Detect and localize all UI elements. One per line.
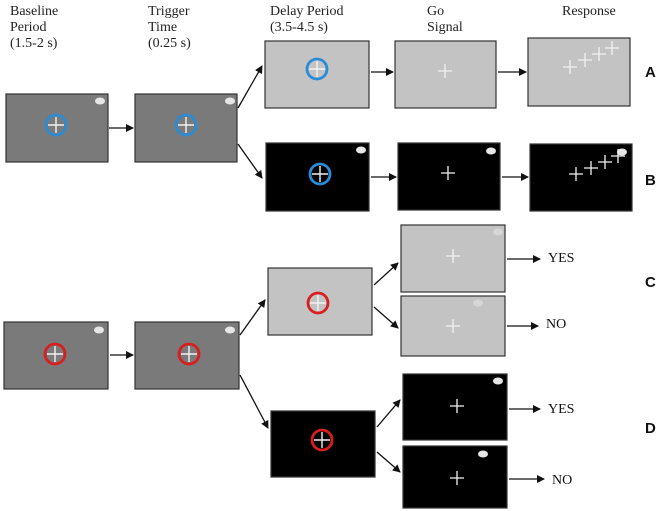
- header-delay-line1: Delay Period: [270, 4, 344, 19]
- cross-icon: [563, 60, 577, 74]
- row-label-d: D: [645, 420, 656, 437]
- response-yes-c: YES: [548, 251, 575, 266]
- header-delay: Delay Period (3.5-4.5 s): [270, 4, 343, 36]
- dot-icon: [486, 147, 496, 155]
- cross-icon: [592, 47, 606, 61]
- header-trigger-line1: Trigger: [148, 4, 190, 19]
- screen-go-a: [394, 40, 497, 109]
- red-ring-icon: [177, 342, 201, 366]
- arrow-icon: [376, 399, 401, 428]
- cross-icon: [584, 161, 598, 175]
- arrow-icon: [237, 143, 263, 179]
- cross-icon: [578, 53, 592, 67]
- screen-baseline-bottom: [3, 321, 109, 390]
- dot-icon: [493, 377, 503, 385]
- response-no-c: NO: [546, 317, 567, 332]
- header-baseline-line3: (1.5-2 s): [10, 36, 58, 51]
- screen-response-a: [527, 37, 631, 107]
- dot-icon: [473, 299, 483, 307]
- arrow-icon: [237, 65, 263, 109]
- row-label-a: A: [645, 64, 656, 81]
- screen-baseline-top: [5, 93, 109, 163]
- header-baseline: Baseline Period (1.5-2 s): [10, 4, 58, 52]
- blue-ring-icon: [305, 57, 329, 81]
- row-label-b: B: [645, 172, 656, 189]
- dot-icon: [478, 450, 488, 458]
- blue-ring-icon: [174, 113, 198, 137]
- header-go-line2: Signal: [427, 20, 463, 35]
- header-baseline-line2: Period: [10, 20, 47, 35]
- dot-icon: [356, 146, 366, 154]
- blue-ring-icon: [44, 113, 68, 137]
- cross-icon: [47, 346, 63, 362]
- header-response: Response: [562, 4, 616, 20]
- cross-icon: [312, 166, 328, 182]
- header-go: Go Signal: [427, 4, 463, 36]
- screen-go-c-yes: [400, 224, 506, 293]
- dot-icon: [225, 97, 235, 105]
- screen-delay-d: [270, 410, 376, 478]
- cross-icon: [314, 432, 330, 448]
- dot-icon: [95, 97, 105, 105]
- header-go-line1: Go: [427, 4, 445, 19]
- cross-icon: [438, 64, 452, 78]
- arrow-icon: [239, 299, 266, 336]
- screen-trigger-top: [134, 93, 238, 163]
- cross-icon: [309, 61, 325, 77]
- cross-icon: [310, 295, 326, 311]
- header-trigger: Trigger Time (0.25 s): [148, 4, 191, 52]
- cross-icon: [598, 155, 612, 169]
- dot-icon: [225, 326, 235, 334]
- screen-trigger-bottom: [134, 321, 240, 390]
- screen-delay-c: [267, 267, 373, 336]
- response-yes-d: YES: [548, 402, 575, 417]
- screen-delay-b: [265, 142, 370, 212]
- header-trigger-line3: (0.25 s): [148, 36, 191, 51]
- header-response-line1: Response: [562, 4, 616, 19]
- arrow-icon: [373, 306, 399, 329]
- screen-go-d-yes: [402, 373, 508, 441]
- cross-icon: [446, 249, 460, 263]
- red-ring-icon: [43, 342, 67, 366]
- cross-icon: [446, 319, 460, 333]
- arrow-icon: [373, 262, 399, 286]
- screen-go-d-no: [402, 445, 508, 509]
- dot-icon: [493, 228, 503, 236]
- screen-response-b: [529, 143, 633, 212]
- response-no-d: NO: [552, 473, 573, 488]
- cross-icon: [48, 117, 64, 133]
- cross-icon: [450, 471, 464, 485]
- header-baseline-line1: Baseline: [10, 4, 59, 19]
- cross-icon: [611, 149, 625, 163]
- cross-icon: [181, 346, 197, 362]
- row-label-c: C: [645, 274, 656, 291]
- screen-delay-a: [264, 40, 370, 109]
- cross-icon: [605, 41, 619, 55]
- screen-go-b: [397, 142, 501, 211]
- blue-ring-icon: [308, 162, 332, 186]
- cross-icon: [441, 166, 455, 180]
- dot-icon: [617, 148, 627, 156]
- arrow-icon: [376, 451, 401, 473]
- cross-icon: [569, 167, 583, 181]
- cross-icon: [178, 117, 194, 133]
- screen-go-c-no: [400, 295, 506, 357]
- arrow-icon: [239, 374, 269, 429]
- red-ring-icon: [306, 291, 330, 315]
- red-ring-icon: [310, 428, 334, 452]
- dot-icon: [94, 326, 104, 334]
- header-delay-line2: (3.5-4.5 s): [270, 20, 328, 35]
- cross-icon: [450, 399, 464, 413]
- header-trigger-line2: Time: [148, 20, 178, 35]
